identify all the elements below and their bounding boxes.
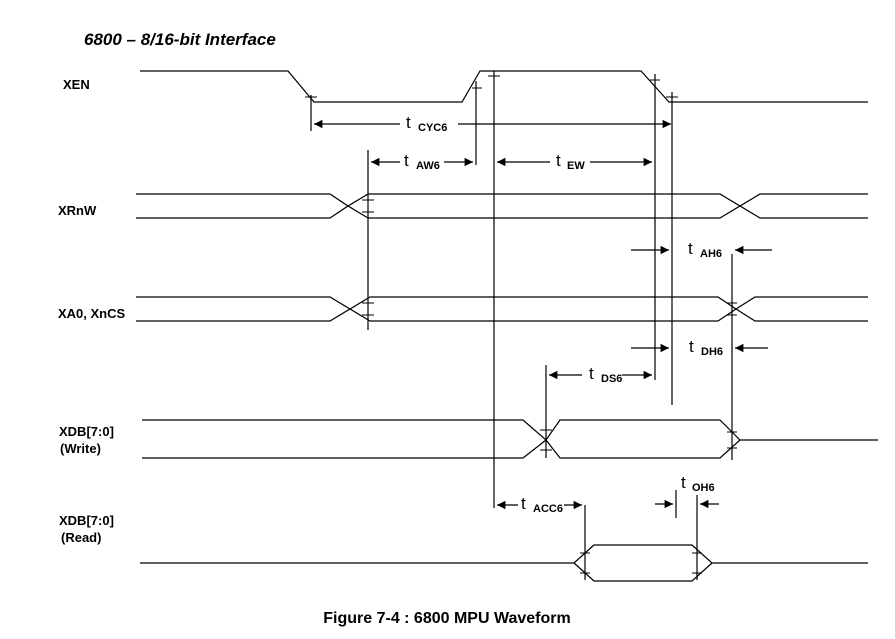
taw6-subscript: AW6 [416, 160, 440, 172]
signal-label-xen: XEN [63, 77, 90, 92]
timing-tacc6: t ACC6 [497, 494, 582, 515]
transition-ticks [305, 75, 737, 574]
signal-label-xrnw: XRnW [58, 203, 97, 218]
timing-toh6: t OH6 [655, 473, 719, 509]
signal-label-xa0-xncs: XA0, XnCS [58, 306, 126, 321]
tds6-label: t [589, 364, 594, 383]
xdb-write-waveform [142, 419, 878, 459]
toh6-label: t [681, 473, 686, 492]
signal-label-write-mode: (Write) [60, 441, 101, 456]
tdh6-subscript: DH6 [701, 346, 723, 358]
signal-label-read-mode: (Read) [61, 530, 101, 545]
timing-tah6: t AH6 [631, 239, 772, 260]
toh6-subscript: OH6 [692, 482, 715, 494]
tah6-subscript: AH6 [700, 248, 722, 260]
xen-waveform [140, 70, 868, 103]
tdh6-label: t [689, 337, 694, 356]
timing-tds6: t DS6 [549, 364, 652, 385]
timing-tdh6: t DH6 [631, 337, 768, 358]
timing-guides [310, 71, 733, 580]
tew-label: t [556, 151, 561, 170]
timing-taw6: t AW6 [371, 151, 473, 172]
tacc6-label: t [521, 494, 526, 513]
tds6-subscript: DS6 [601, 373, 622, 385]
signal-label-xdb-write: XDB[7:0] [59, 424, 114, 439]
timing-tew: t EW [497, 151, 652, 172]
taw6-label: t [404, 151, 409, 170]
signal-label-xdb-read: XDB[7:0] [59, 513, 114, 528]
diagram-title: 6800 – 8/16-bit Interface [84, 30, 276, 49]
xrnw-waveform [136, 193, 868, 219]
xdb-read-waveform [140, 544, 868, 582]
tacc6-subscript: ACC6 [533, 503, 563, 515]
tew-subscript: EW [567, 160, 585, 172]
xa0-xncs-waveform [136, 296, 868, 322]
tah6-label: t [688, 239, 693, 258]
tcyc6-subscript: CYC6 [418, 122, 447, 134]
figure-caption: Figure 7-4 : 6800 MPU Waveform [323, 610, 570, 627]
timing-tcyc6: t CYC6 [314, 113, 671, 134]
tcyc6-label: t [406, 113, 411, 132]
